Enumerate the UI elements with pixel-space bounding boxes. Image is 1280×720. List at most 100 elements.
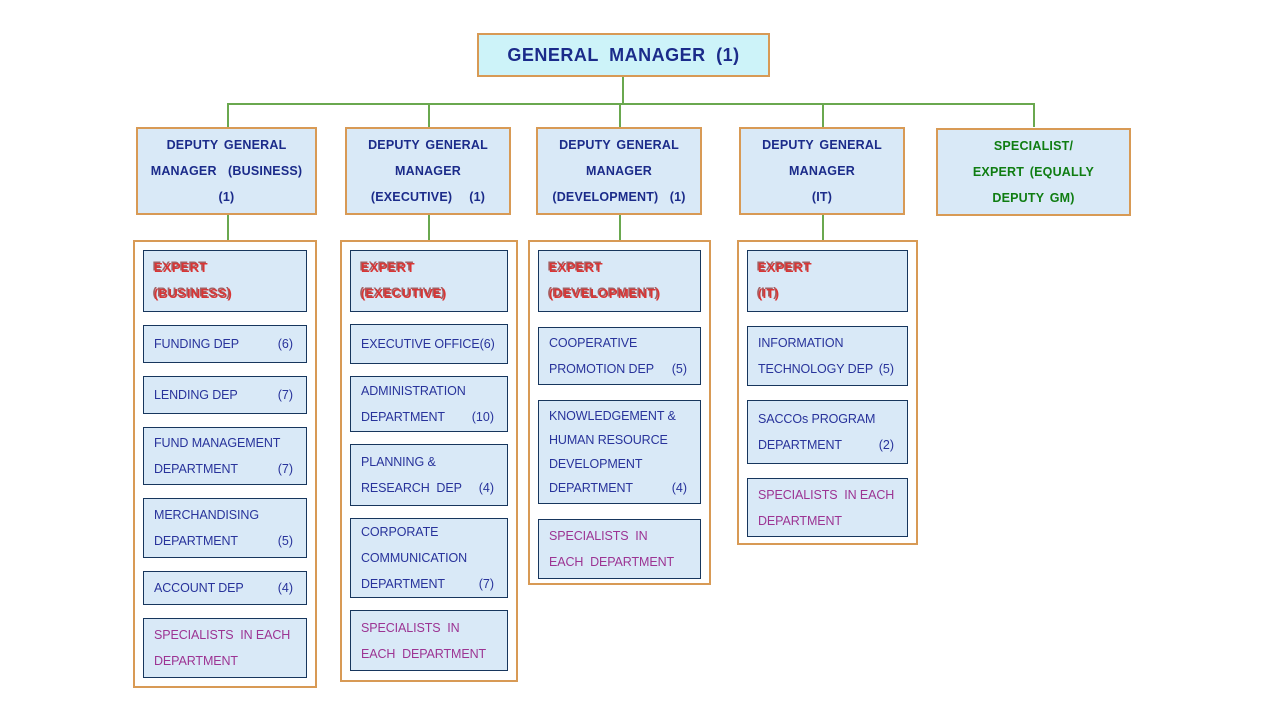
- dept-label: DEPARTMENT: [758, 438, 842, 452]
- expert-executive-label: EXPERT: [361, 260, 415, 275]
- deputy-executive-line: (EXECUTIVE) (1): [370, 190, 486, 204]
- dept-count: (7): [478, 577, 494, 591]
- deputy-box-business: DEPUTY GENERAL MANAGER (BUSINESS) (1): [136, 127, 317, 215]
- dept-count: (5): [878, 362, 894, 376]
- expert-executive-label: (EXECUTIVE): [361, 286, 447, 301]
- dept-label: CORPORATE: [361, 525, 439, 539]
- connector-column-development: [619, 215, 621, 240]
- dept-count: (5): [277, 534, 293, 548]
- deputy-box-it: DEPUTY GENERAL MANAGER (IT): [739, 127, 905, 215]
- dept-label: DEVELOPMENT: [549, 457, 643, 471]
- dept-label: DEPARTMENT: [154, 534, 238, 548]
- dept-label: PROMOTION DEP: [549, 362, 654, 376]
- deputy-executive-line: MANAGER: [395, 164, 461, 178]
- dept-label: DEPARTMENT: [549, 481, 633, 495]
- deputy-executive-line: DEPUTY GENERAL: [368, 138, 488, 152]
- connector-column-business: [227, 215, 229, 240]
- executive-office-box: EXECUTIVE OFFICE(6): [350, 324, 508, 364]
- expert-it-box: EXPERT (IT): [747, 250, 908, 312]
- dept-label: ADMINISTRATION: [361, 384, 466, 398]
- column-development: EXPERT (DEVELOPMENT) COOPERATIVE PROMOTI…: [528, 240, 711, 585]
- knowledge-hr-development-box: KNOWLEDGEMENT & HUMAN RESOURCE DEVELOPME…: [538, 400, 701, 504]
- connector-column-it: [822, 215, 824, 240]
- dept-count: (6): [277, 337, 293, 351]
- dept-label: DEPARTMENT: [361, 410, 445, 424]
- specialists-label: SPECIALISTS IN: [549, 529, 648, 543]
- connector-gm-drop: [622, 77, 624, 103]
- expert-business-label: EXPERT: [154, 260, 208, 275]
- dept-label: ACCOUNT DEP: [154, 581, 244, 595]
- expert-development-label: EXPERT: [549, 260, 603, 275]
- dept-label: DEPARTMENT: [154, 462, 238, 476]
- dept-label: FUND MANAGEMENT: [154, 436, 281, 450]
- administration-box: ADMINISTRATION DEPARTMENT (10): [350, 376, 508, 432]
- deputy-business-line: MANAGER (BUSINESS): [150, 164, 303, 178]
- column-it: EXPERT (IT) INFORMATION TECHNOLOGY DEP (5…: [737, 240, 918, 545]
- connector-column-executive: [428, 215, 430, 240]
- connector-drop-specialist: [1033, 103, 1035, 127]
- specialists-label: SPECIALISTS IN: [361, 620, 460, 635]
- lending-dep-box: LENDING DEP (7): [143, 376, 307, 414]
- connector-drop-business: [227, 103, 229, 127]
- specialists-label: EACH DEPARTMENT: [549, 555, 675, 569]
- dept-count: (7): [277, 462, 293, 476]
- cooperative-promotion-box: COOPERATIVE PROMOTION DEP (5): [538, 327, 701, 385]
- deputy-development-line: DEPUTY GENERAL: [559, 138, 679, 152]
- specialists-label: DEPARTMENT: [758, 513, 842, 528]
- specialists-it-box: SPECIALISTS IN EACH DEPARTMENT: [747, 478, 908, 537]
- connector-drop-executive: [428, 103, 430, 127]
- general-manager-box: GENERAL MANAGER (1): [477, 33, 770, 77]
- connector-drop-it: [822, 103, 824, 127]
- dept-label: DEPARTMENT: [361, 577, 445, 591]
- connector-drop-development: [619, 103, 621, 127]
- expert-development-label: (DEVELOPMENT): [549, 286, 661, 301]
- general-manager-label: GENERAL MANAGER (1): [507, 44, 740, 65]
- dept-label: COOPERATIVE: [549, 336, 638, 350]
- dept-count: (10): [471, 410, 494, 424]
- specialists-label: SPECIALISTS IN EACH: [154, 628, 291, 642]
- saccos-program-box: SACCOs PROGRAM DEPARTMENT(2): [747, 400, 908, 464]
- expert-business-box: EXPERT (BUSINESS): [143, 250, 307, 312]
- dept-count: (4): [478, 481, 494, 495]
- specialists-business-box: SPECIALISTS IN EACH DEPARTMENT: [143, 618, 307, 678]
- specialists-label: DEPARTMENT: [154, 654, 238, 668]
- dept-count: (4): [277, 581, 293, 595]
- dept-label: TECHNOLOGY DEP: [758, 362, 874, 376]
- deputy-box-development: DEPUTY GENERAL MANAGER (DEVELOPMENT) (1): [536, 127, 702, 215]
- expert-business-label: (BUSINESS): [154, 286, 233, 301]
- expert-development-box: EXPERT (DEVELOPMENT): [538, 250, 701, 312]
- dept-label: SACCOs PROGRAM: [758, 412, 876, 426]
- account-dep-box: ACCOUNT DEP (4): [143, 571, 307, 605]
- specialists-label: EACH DEPARTMENT: [361, 646, 487, 661]
- dept-label: RESEARCH DEP: [361, 481, 462, 495]
- expert-it-label: (IT): [758, 286, 780, 301]
- expert-executive-box: EXPERT (EXECUTIVE): [350, 250, 508, 312]
- dept-label: LENDING DEP: [154, 388, 238, 402]
- dept-count: (4): [671, 481, 687, 495]
- connector-horizontal-bar: [227, 103, 1034, 105]
- corporate-communication-box: CORPORATE COMMUNICATION DEPARTMENT(7): [350, 518, 508, 598]
- dept-label: INFORMATION: [758, 336, 844, 350]
- dept-label: EXECUTIVE OFFICE: [361, 337, 480, 351]
- deputy-development-line: (DEVELOPMENT) (1): [552, 190, 686, 204]
- funding-dep-box: FUNDING DEP(6): [143, 325, 307, 363]
- deputy-business-line: (1): [218, 190, 235, 204]
- dept-label: MERCHANDISING: [154, 508, 259, 522]
- deputy-it-line: DEPUTY GENERAL: [762, 138, 882, 152]
- planning-research-box: PLANNING & RESEARCH DEP(4): [350, 444, 508, 506]
- column-executive: EXPERT (EXECUTIVE) EXECUTIVE OFFICE(6) A…: [340, 240, 518, 682]
- deputy-business-line: DEPUTY GENERAL: [166, 138, 287, 152]
- dept-count: (7): [277, 388, 293, 402]
- fund-management-box: FUND MANAGEMENT DEPARTMENT (7): [143, 427, 307, 485]
- dept-count: (6): [479, 337, 495, 351]
- deputy-it-line: (IT): [811, 190, 833, 204]
- dept-label: KNOWLEDGEMENT &: [549, 409, 676, 423]
- specialist-equally-deputy-box: SPECIALIST/ EXPERT (EQUALLY DEPUTY GM): [936, 128, 1131, 216]
- specialist-equally-line: EXPERT (EQUALLY: [972, 165, 1095, 179]
- specialist-equally-line: SPECIALIST/: [993, 139, 1074, 153]
- deputy-it-line: MANAGER: [789, 164, 855, 178]
- expert-it-label: EXPERT: [758, 260, 812, 275]
- specialists-label: SPECIALISTS IN EACH: [758, 487, 895, 502]
- dept-count: (5): [671, 362, 687, 376]
